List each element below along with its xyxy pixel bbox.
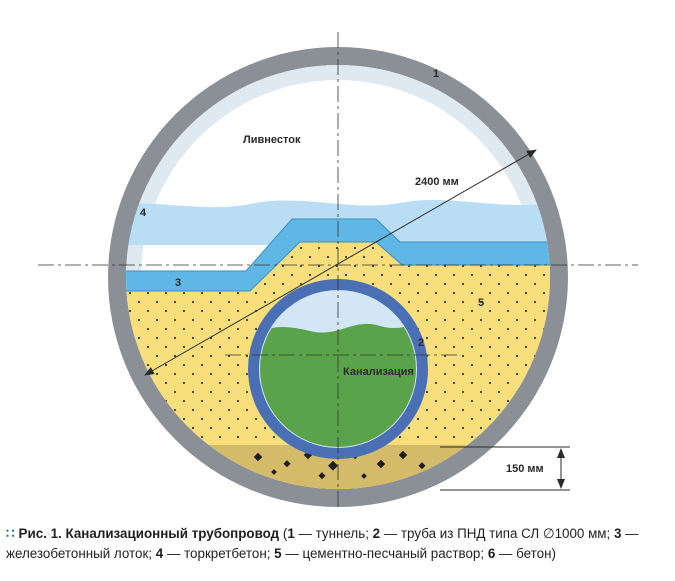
pipe-label: 2 <box>418 337 424 349</box>
caption-item-4-num: 4 <box>155 546 164 561</box>
caption-item-5-num: 5 <box>274 546 282 561</box>
caption-item-5-text: — цементно-песчаный раствор; <box>281 546 488 561</box>
sand-label: 5 <box>478 297 484 309</box>
caption-open: ( <box>279 526 288 541</box>
thickness-dimension <box>440 446 570 491</box>
caption-title: Канализационный трубопровод <box>65 526 280 541</box>
caption-prefix: Рис. 1. <box>18 526 62 541</box>
caption-item-2-num: 2 <box>372 526 381 541</box>
caption-bullet-icon: ∷ <box>6 526 14 541</box>
tray-label: 3 <box>175 277 181 289</box>
shotcrete-label: 4 <box>140 207 147 219</box>
caption-item-3-num: 3 <box>613 526 622 541</box>
sewer-pipeline-diagram: 1 2 3 4 5 Ливнесток Канализация 2400 мм … <box>38 32 638 510</box>
thickness-label: 150 мм <box>506 463 544 475</box>
caption-item-1-num: 1 <box>287 526 295 541</box>
caption-item-1-text: — туннель; <box>294 526 373 541</box>
tunnel-label: 1 <box>433 68 439 80</box>
diameter-arrow <box>144 149 537 376</box>
storm-label: Ливнесток <box>243 134 301 146</box>
diameter-label: 2400 мм <box>415 176 459 188</box>
caption-item-2-text: — труба из ПНД типа СЛ ∅1000 мм; <box>380 526 614 541</box>
caption-item-3-text: — железобетонный лоток; <box>6 526 639 561</box>
sewer-label: Канализация <box>343 366 414 378</box>
caption-item-6-text: — бетон) <box>495 546 556 561</box>
figure-caption: ∷Рис. 1. Канализационный трубопровод (1 … <box>6 524 670 564</box>
caption-item-6-num: 6 <box>487 546 496 561</box>
caption-item-4-text: — торкретбетон; <box>163 546 275 561</box>
